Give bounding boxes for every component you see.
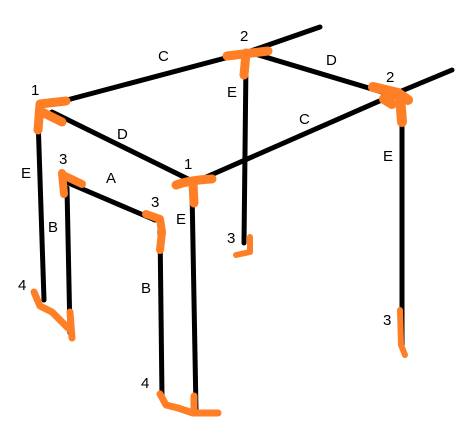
- fitting-right-corner: [368, 82, 413, 127]
- edge-label-top-right: D: [326, 52, 337, 69]
- edge-label-right-leg: E: [383, 148, 393, 165]
- fitting-front-foot: [156, 390, 222, 417]
- fitting-back-top: [222, 46, 273, 80]
- pipe-inner-mid-leg: [157, 225, 165, 400]
- fitting-front-corner: [171, 174, 217, 208]
- fitting-back-leg-end: [233, 234, 253, 258]
- node-label-front-foot: 4: [141, 375, 149, 392]
- pipe-back-leg: [241, 59, 249, 246]
- fittings: [30, 46, 413, 417]
- fitting-inner-left: [58, 169, 86, 198]
- node-label-left-foot: 4: [18, 277, 26, 294]
- node-label-back-top: 2: [240, 28, 248, 45]
- edge-label-top-back: C: [158, 48, 169, 65]
- node-label-inner-left: 3: [59, 151, 67, 168]
- edge-label-inner-left-leg: B: [48, 219, 58, 236]
- fitting-left-corner: [33, 96, 71, 135]
- edge-label-inner-mid-leg: B: [141, 280, 151, 297]
- fitting-right-leg-end: [397, 307, 408, 358]
- node-label-left-corner: 1: [31, 82, 39, 99]
- node-label-front-corner: 1: [184, 156, 192, 173]
- edge-label-back-leg: E: [227, 84, 237, 101]
- node-label-right-leg-end: 3: [383, 312, 391, 329]
- pipe-top-back: [49, 49, 251, 107]
- pipe-left-leg: [35, 115, 47, 303]
- pipe-front-leg: [189, 187, 199, 413]
- edge-label-front-leg: E: [176, 211, 186, 228]
- fitting-inner-mid: [142, 210, 166, 254]
- fitting-left-foot: [30, 288, 76, 342]
- node-label-inner-mid: 3: [151, 194, 159, 211]
- labels: 1 1 2 2 3 3 3 3 4 4 C D D C A E E E E B …: [18, 28, 394, 392]
- node-label-back-leg-end: 3: [227, 230, 235, 247]
- pipe-top-left: [49, 109, 193, 183]
- edge-label-left-leg: E: [21, 165, 31, 182]
- pipes: [35, 24, 455, 413]
- edge-label-front-top: C: [299, 111, 310, 128]
- pipe-front-top: [192, 92, 396, 185]
- edge-label-top-left: D: [117, 126, 128, 143]
- node-label-right-corner: 2: [386, 69, 394, 86]
- pipe-inner-beam: [63, 179, 158, 223]
- edge-label-inner-beam: A: [106, 170, 116, 187]
